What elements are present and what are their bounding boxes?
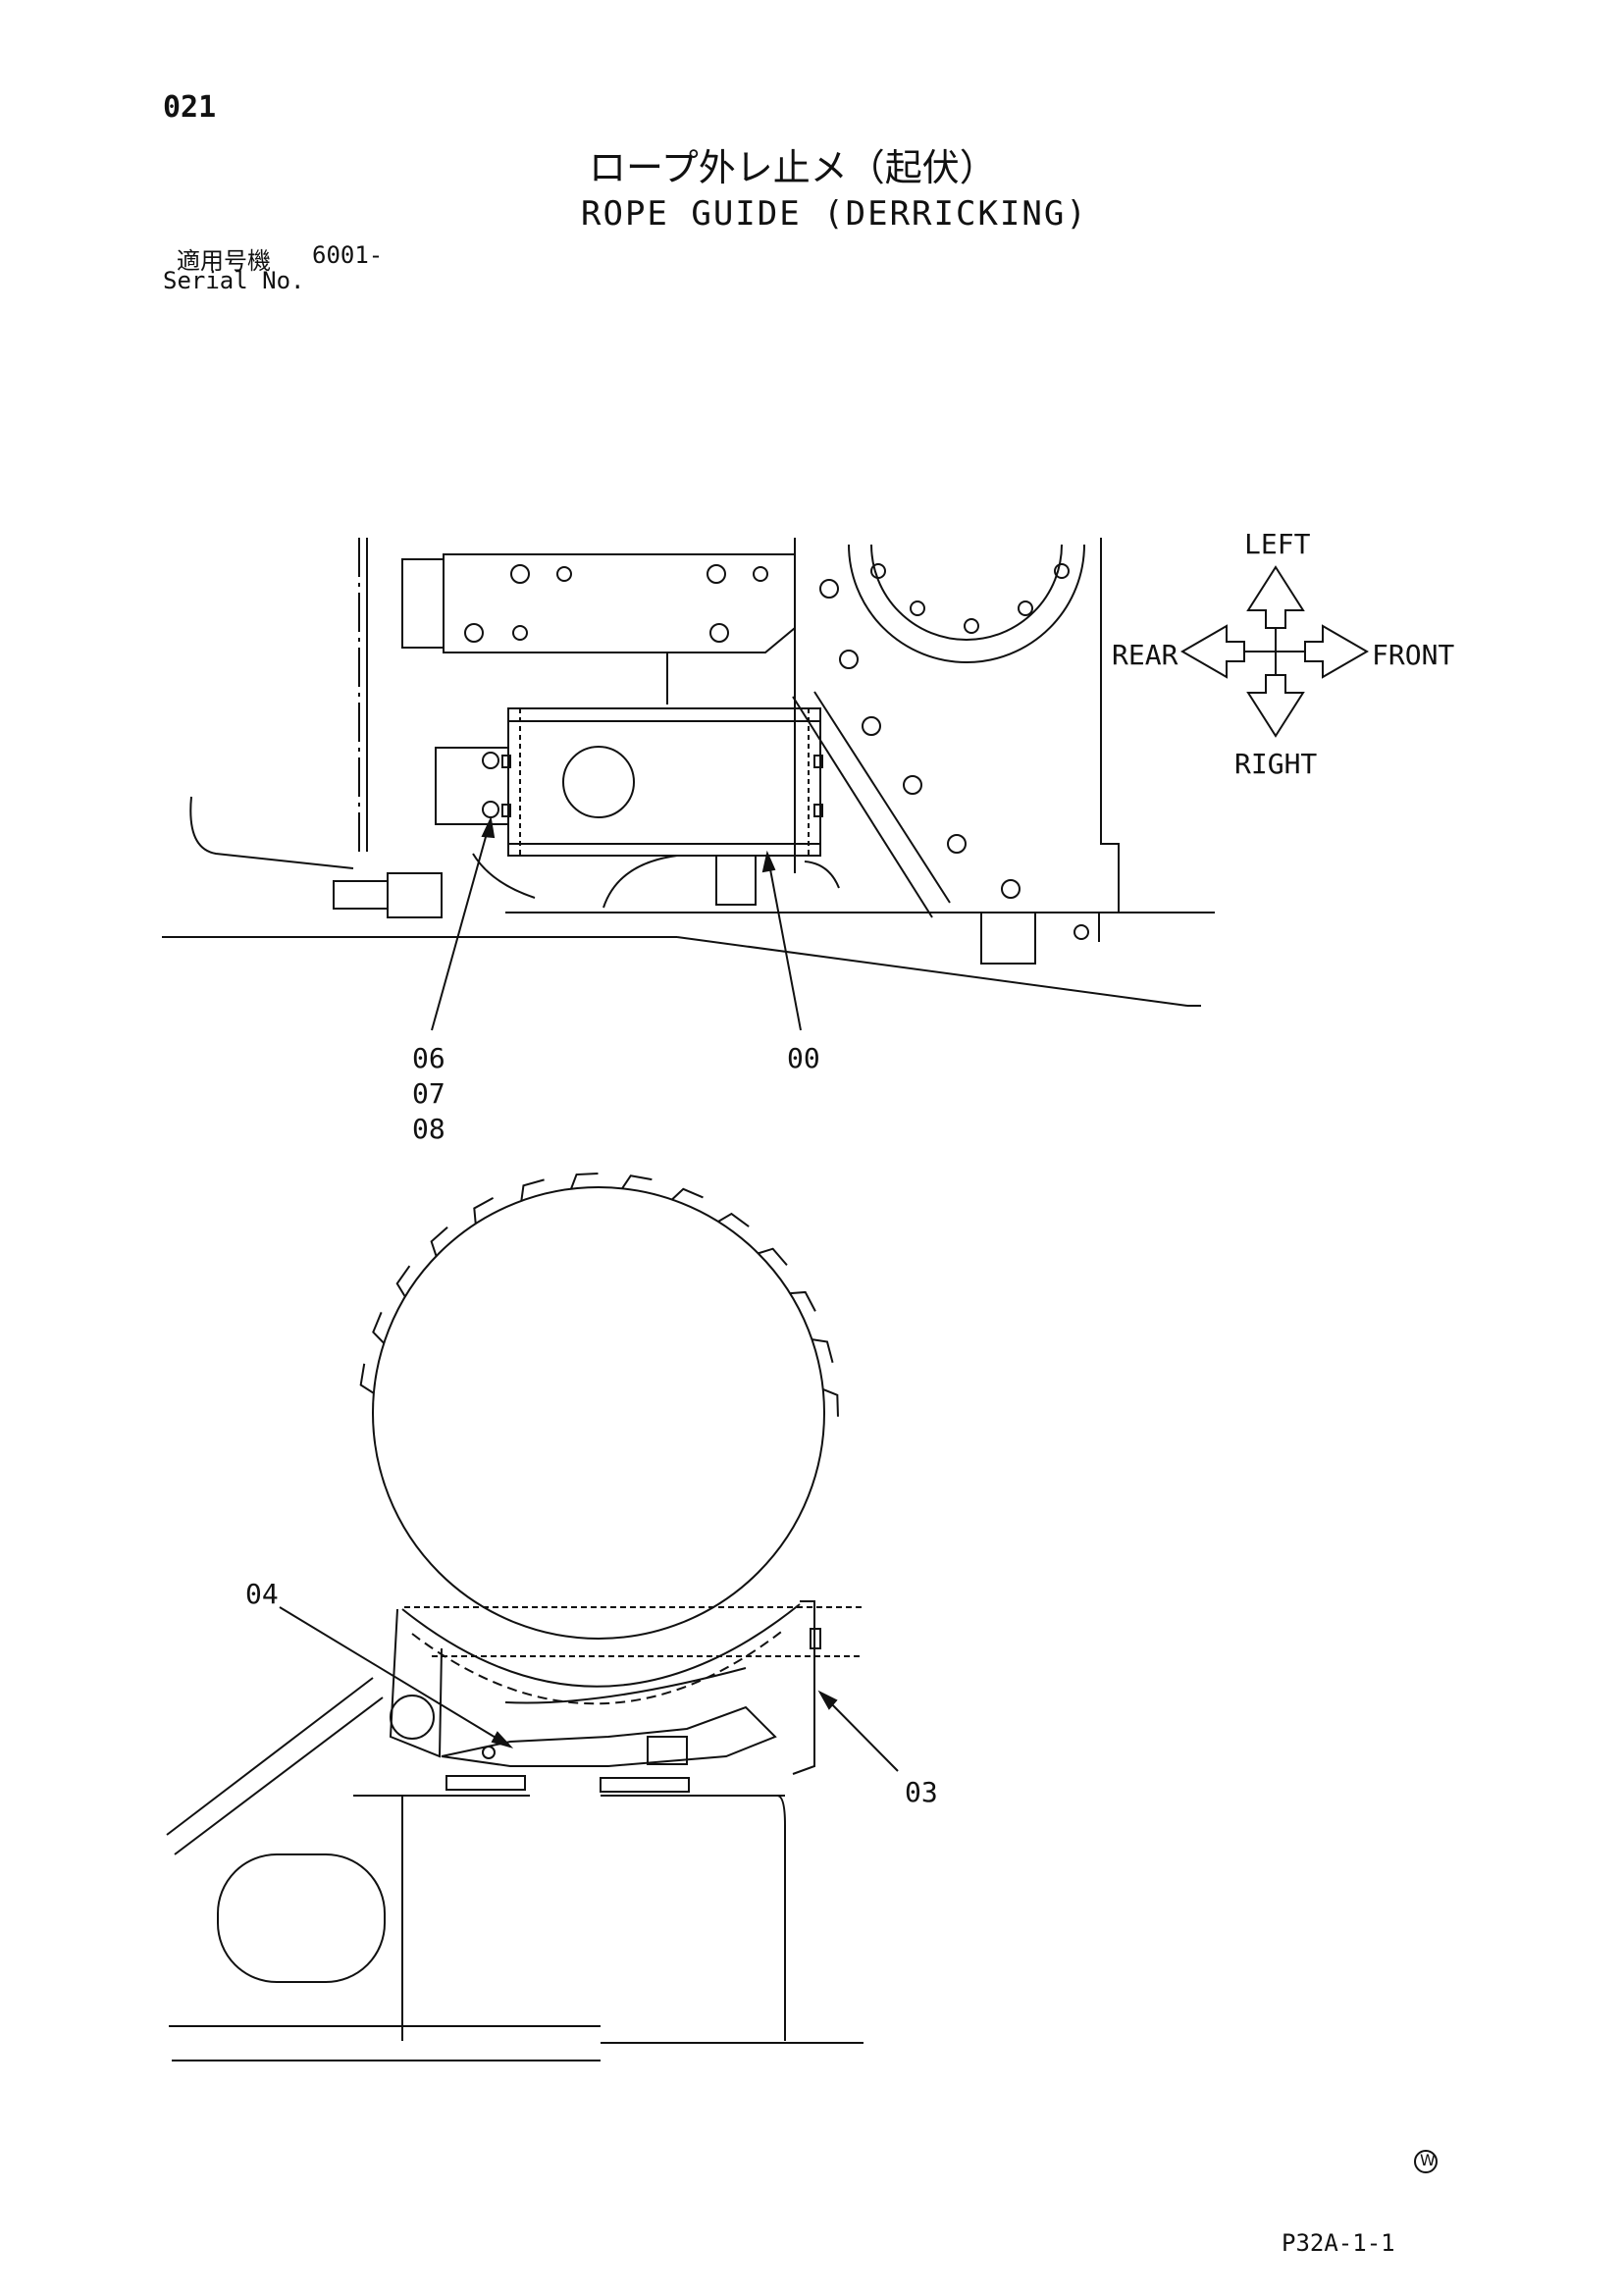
w-mark-icon: [1414, 2150, 1438, 2173]
drum-tooth: [812, 1338, 834, 1364]
callout-07: 07: [412, 1077, 445, 1110]
drum-tooth: [430, 1226, 448, 1257]
top-leader-lines: [431, 815, 802, 1031]
label-front: FRONT: [1372, 639, 1455, 671]
drum-tooth: [395, 1265, 411, 1298]
title-english: ROPE GUIDE (DERRICKING): [581, 194, 1088, 234]
title-japanese: ロープ外レ止メ（起伏）: [589, 146, 997, 189]
drum-tooth: [671, 1187, 704, 1201]
top-view-drawing: [162, 538, 1215, 1007]
drum-tooth: [621, 1174, 653, 1189]
drum-tooth: [570, 1173, 599, 1190]
left-arrow-icon: [1246, 565, 1305, 629]
drum-tooth: [473, 1197, 495, 1225]
label-rear: REAR: [1112, 639, 1178, 671]
drum-tooth: [789, 1290, 816, 1312]
page-number: 021: [163, 90, 217, 125]
label-left: LEFT: [1244, 528, 1311, 560]
rear-arrow-icon: [1180, 624, 1245, 679]
right-arrow-icon: [1246, 674, 1305, 738]
serial-label-japanese: 適用号機: [177, 247, 271, 275]
drum-tooth: [717, 1212, 750, 1227]
w-mark-letter: W: [1420, 2151, 1436, 2169]
label-right: RIGHT: [1234, 748, 1318, 780]
orientation-arrows: [1180, 565, 1369, 738]
bottom-leader-lines: [279, 1606, 899, 1772]
callout-06: 06: [412, 1042, 445, 1074]
drum-tooth: [758, 1247, 788, 1267]
drum-tooth: [822, 1388, 839, 1417]
drum-tooth: [520, 1178, 545, 1202]
drum-view-drawing: [166, 1173, 864, 2061]
front-arrow-icon: [1304, 624, 1369, 679]
callout-03: 03: [905, 1776, 938, 1808]
callout-08: 08: [412, 1113, 445, 1145]
callout-04: 04: [245, 1578, 279, 1610]
serial-label-english: Serial No.: [163, 267, 305, 294]
drum-tooth: [372, 1311, 385, 1344]
page-code: P32A-1-1: [1282, 2229, 1395, 2257]
callout-00: 00: [787, 1042, 820, 1074]
serial-value: 6001-: [312, 241, 384, 269]
drum-tooth: [359, 1363, 375, 1394]
